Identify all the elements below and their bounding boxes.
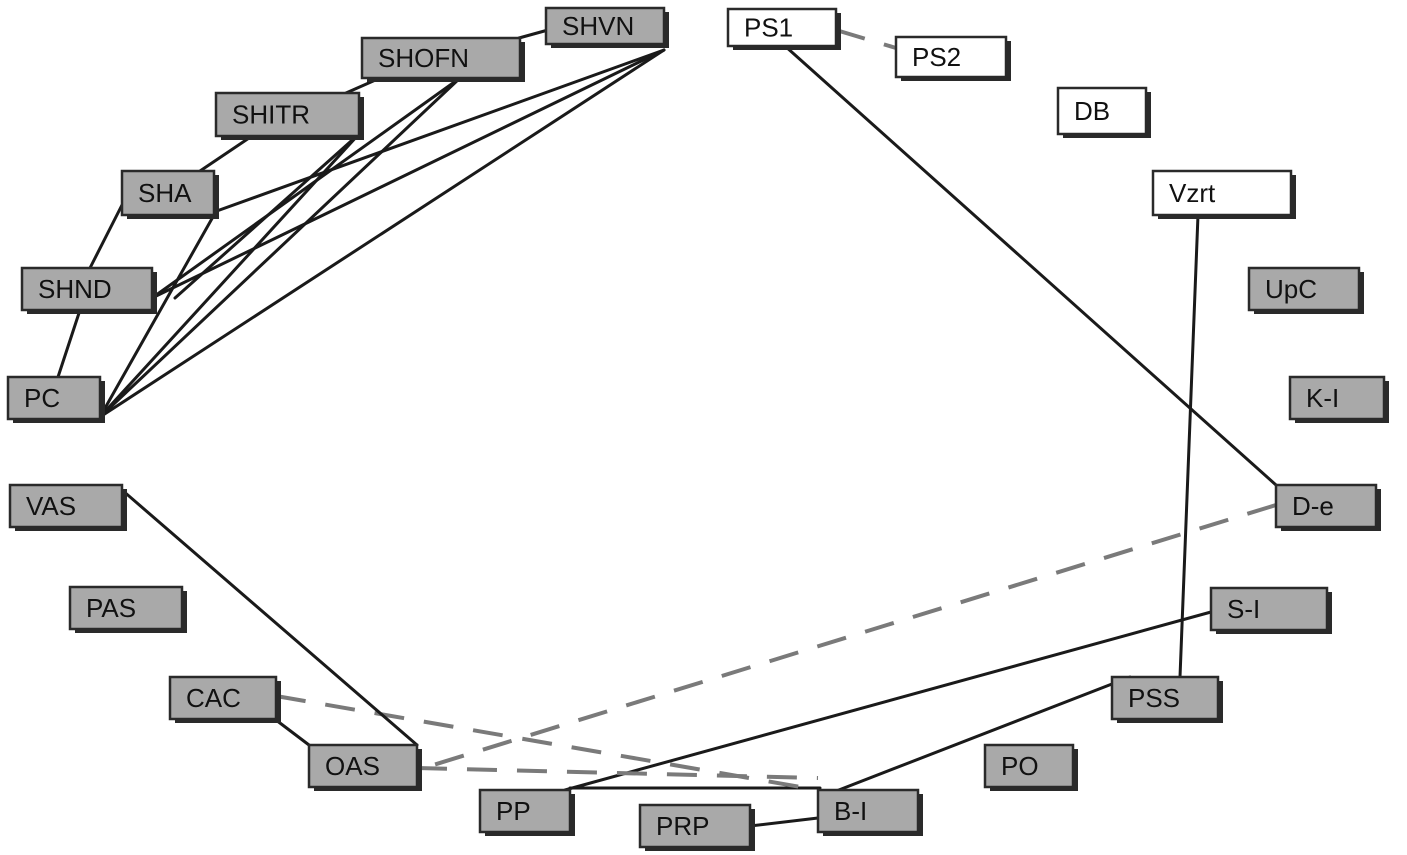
node-box xyxy=(1151,169,1293,217)
edge-shitr-shnd xyxy=(173,132,361,300)
node-label: DB xyxy=(1074,96,1110,126)
node-ps2: PS2 xyxy=(894,35,1011,81)
node-box xyxy=(360,36,522,80)
node-s-i: S-I xyxy=(1209,586,1332,634)
node-box xyxy=(68,585,184,631)
node-label: PSS xyxy=(1128,683,1180,713)
node-box xyxy=(120,169,216,217)
node-db: DB xyxy=(1056,86,1151,138)
node-box xyxy=(6,375,102,421)
node-box xyxy=(1209,586,1329,632)
node-label: SHOFN xyxy=(378,43,469,73)
node-label: PRP xyxy=(656,811,709,841)
node-label: B-I xyxy=(834,796,867,826)
node-pc: PC xyxy=(6,375,105,423)
edge-vzrt-pss xyxy=(1178,213,1200,679)
node-box xyxy=(1247,266,1361,312)
edge-shofn-shnd xyxy=(150,76,462,300)
edge-shvn-shofn xyxy=(517,28,550,40)
node-box xyxy=(983,743,1075,789)
node-po: PO xyxy=(983,743,1078,791)
node-shitr: SHITR xyxy=(214,91,364,140)
node-label: SHND xyxy=(38,274,112,304)
node-shvn: SHVN xyxy=(544,6,669,48)
edge-shitr-pc xyxy=(98,132,361,419)
node-box xyxy=(638,803,752,849)
node-box xyxy=(168,675,278,721)
node-ps1: PS1 xyxy=(726,7,841,50)
node-label: PAS xyxy=(86,593,136,623)
node-label: PP xyxy=(496,796,531,826)
node-box xyxy=(478,788,572,834)
node-box xyxy=(1110,675,1220,721)
node-label: Vzrt xyxy=(1169,178,1216,208)
node-label: PO xyxy=(1001,751,1039,781)
edge-shvn-pc xyxy=(98,48,666,419)
node-label: SHA xyxy=(138,178,192,208)
node-cac: CAC xyxy=(168,675,281,723)
edge-vas-oas xyxy=(120,488,419,747)
node-box xyxy=(894,35,1008,79)
node-k-i: K-I xyxy=(1288,375,1389,423)
edge-sha-pc xyxy=(98,213,216,419)
edge-oas-b-i xyxy=(416,766,819,780)
edge-cac-oas xyxy=(274,718,311,747)
edge-ps1-ps2 xyxy=(835,28,897,50)
node-label: OAS xyxy=(325,751,380,781)
edge-shnd-pc xyxy=(56,308,82,379)
node-label: UpC xyxy=(1265,274,1317,304)
node-shofn: SHOFN xyxy=(360,36,525,82)
node-box xyxy=(1288,375,1386,421)
edge-layer xyxy=(56,28,1278,828)
edge-shvn-shnd xyxy=(150,48,666,300)
edge-prp-b-i xyxy=(748,816,820,828)
node-shnd: SHND xyxy=(20,266,157,314)
node-box xyxy=(726,7,838,48)
node-label: PS2 xyxy=(912,42,961,72)
node-box xyxy=(816,788,920,834)
node-vzrt: Vzrt xyxy=(1151,169,1296,219)
node-box xyxy=(1056,86,1148,136)
edge-shitr-sha xyxy=(198,134,254,173)
node-box xyxy=(307,743,419,789)
node-d-e: D-e xyxy=(1274,483,1381,531)
edge-d-e-oas xyxy=(416,503,1277,772)
node-label: SHITR xyxy=(232,100,310,130)
node-label: S-I xyxy=(1227,594,1260,624)
node-label: D-e xyxy=(1292,491,1334,521)
node-pp: PP xyxy=(478,788,575,836)
node-sha: SHA xyxy=(120,169,219,219)
node-box xyxy=(8,483,124,529)
node-box xyxy=(20,266,154,312)
node-pss: PSS xyxy=(1110,675,1223,723)
edge-sha-shnd xyxy=(88,203,124,270)
node-oas: OAS xyxy=(307,743,422,791)
node-upc: UpC xyxy=(1247,266,1364,314)
node-label: PC xyxy=(24,383,60,413)
node-label: K-I xyxy=(1306,383,1339,413)
edge-shvn-sha xyxy=(212,48,666,214)
edge-shofn-pc xyxy=(98,76,462,419)
node-label: SHVN xyxy=(562,11,634,41)
node-label: CAC xyxy=(186,683,241,713)
node-vas: VAS xyxy=(8,483,127,531)
node-box xyxy=(544,6,666,46)
edge-pss-b-i xyxy=(824,675,1132,797)
node-box xyxy=(1274,483,1378,529)
edge-ps1-d-e xyxy=(783,44,1278,487)
node-label: VAS xyxy=(26,491,76,521)
node-label: PS1 xyxy=(744,13,793,43)
edge-s-i-pp xyxy=(563,610,1213,792)
node-b-i: B-I xyxy=(816,788,923,836)
node-pas: PAS xyxy=(68,585,187,633)
node-prp: PRP xyxy=(638,803,755,851)
node-box xyxy=(214,91,361,138)
